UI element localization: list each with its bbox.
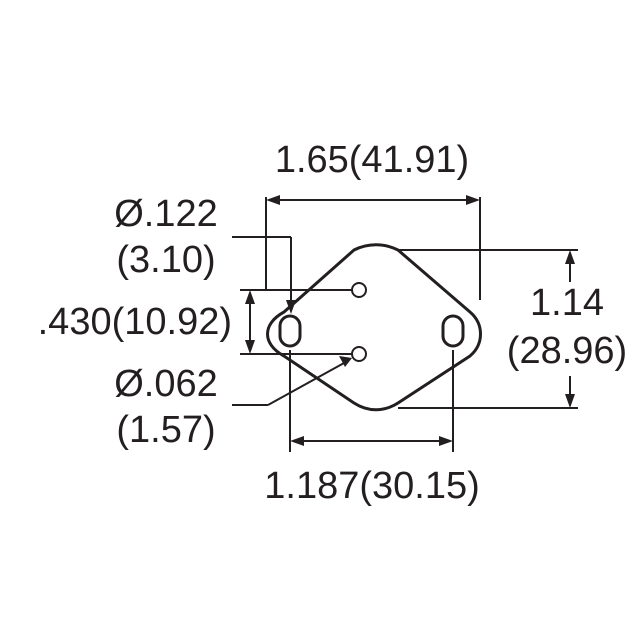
leader-mounting-hole (232, 236, 296, 314)
label-pin-dia-mm: (1.57) (116, 409, 215, 451)
label-pin-spacing: .430(10.92) (38, 301, 232, 343)
package-outline (266, 243, 482, 412)
pin-top (351, 282, 367, 298)
label-mounting-hole-dia-mm: (3.10) (116, 239, 215, 281)
leader-pin (232, 356, 352, 406)
label-hole-spacing: 1.187(30.15) (264, 465, 480, 507)
pin-bottom (351, 346, 367, 362)
dimension-hole-spacing (289, 350, 454, 452)
dimension-overall-width (265, 195, 481, 300)
label-overall-width: 1.65(41.91) (275, 139, 469, 181)
label-pin-dia: Ø.062 (114, 363, 218, 405)
label-overall-height: 1.14 (530, 282, 604, 324)
mounting-hole-left (278, 314, 302, 348)
label-mounting-hole-dia: Ø.122 (114, 193, 218, 235)
label-overall-height-mm: (28.96) (507, 330, 627, 372)
mounting-hole-right (441, 314, 465, 348)
dimension-pin-spacing (240, 289, 352, 355)
dimension-overall-height (398, 249, 578, 409)
